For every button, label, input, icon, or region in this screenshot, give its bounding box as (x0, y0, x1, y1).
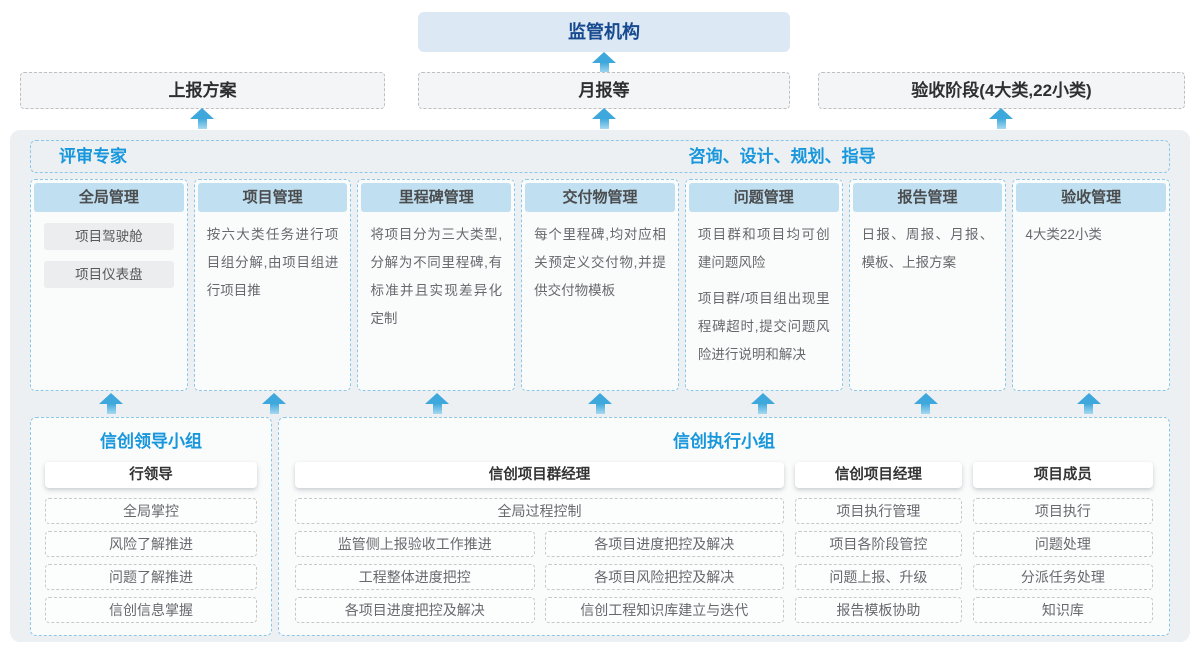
project-manager-role: 信创项目经理 (794, 462, 963, 488)
up-arrow-icon (588, 393, 612, 414)
pm-group-item: 全局过程控制 (295, 498, 785, 524)
program-manager-role: 信创项目群经理 (295, 462, 785, 488)
groups-row: 信创领导小组 行领导 全局掌控 风险了解推进 问题了解推进 信创信息掌握 信创执… (30, 417, 1170, 636)
main-panel: 评审专家 咨询、设计、规划、指导 全局管理 项目驾驶舱 项目仪表盘 项目管理 按… (10, 130, 1190, 642)
pm-group-item: 监管侧上报验收工作推进 (295, 531, 535, 557)
column-description: 将项目分为三大类型,分解为不同里程碑,有标准并且实现差异化定制 (370, 227, 503, 326)
leader-item: 全局掌控 (45, 498, 257, 524)
up-arrow-icon (99, 393, 124, 414)
column-milestone-management: 里程碑管理 将项目分为三大类型,分解为不同里程碑,有标准并且实现差异化定制 (357, 179, 516, 391)
column-header: 交付物管理 (525, 183, 675, 212)
up-arrow-icon (592, 52, 616, 73)
pm-item: 项目执行管理 (794, 498, 963, 524)
leadership-group-title: 信创领导小组 (100, 432, 202, 451)
column-header: 报告管理 (852, 183, 1003, 212)
leader-item: 问题了解推进 (45, 564, 257, 590)
column-description: 项目群和项目均可创建问题风险 项目群/项目组出现里程碑超时,提交问题风险进行说明… (689, 212, 839, 369)
leader-item: 风险了解推进 (45, 531, 257, 557)
column-description: 日报、周报、月报、模板、上报方案 (861, 227, 994, 270)
leader-item: 信创信息掌握 (45, 597, 257, 623)
column-issue-management: 问题管理 项目群和项目均可创建问题风险 项目群/项目组出现里程碑超时,提交问题风… (684, 179, 843, 391)
project-member-column: 项目成员 项目执行 问题处理 分派任务处理 知识库 (972, 462, 1153, 630)
pm-group-right-items: 各项目进度把控及解决 各项目风险把控及解决 信创工程知识库建立与迭代 (544, 531, 785, 630)
pm-group-item: 各项目进度把控及解决 (544, 531, 785, 557)
column-project-management: 项目管理 按六大类任务进行项目组分解,由项目组进行项目推 (193, 179, 352, 391)
pm-item: 报告模板协助 (794, 597, 963, 623)
member-item: 项目执行 (972, 498, 1153, 524)
issue-paragraph-2: 项目群/项目组出现里程碑超时,提交问题风险进行说明和解决 (697, 291, 830, 362)
project-manager-column: 信创项目经理 项目执行管理 项目各阶段管控 问题上报、升级 报告模板协助 (794, 462, 963, 630)
issue-paragraph-1: 项目群和项目均可创建问题风险 (697, 227, 830, 270)
arrows-row (30, 393, 1170, 415)
pm-group-item: 各项目风险把控及解决 (544, 564, 785, 590)
column-header: 里程碑管理 (361, 183, 512, 212)
experts-band: 评审专家 咨询、设计、规划、指导 (30, 140, 1170, 173)
monthly-report-box: 月报等 (418, 72, 790, 109)
bank-leader-role: 行领导 (45, 462, 257, 488)
pm-group-item: 工程整体进度把控 (295, 564, 535, 590)
review-experts-label: 评审专家 (59, 147, 127, 166)
program-manager-column: 信创项目群经理 全局过程控制 监管侧上报验收工作推进 工程整体进度把控 各项目进… (295, 462, 785, 630)
project-cockpit-pill: 项目驾驶舱 (44, 223, 174, 250)
regulator-box: 监管机构 (418, 12, 790, 52)
project-member-role: 项目成员 (972, 462, 1153, 488)
column-description: 4大类22小类 (1025, 227, 1102, 242)
execution-group-title: 信创执行小组 (673, 432, 775, 451)
pm-item: 问题上报、升级 (794, 564, 963, 590)
management-columns: 全局管理 项目驾驶舱 项目仪表盘 项目管理 按六大类任务进行项目组分解,由项目组… (30, 179, 1171, 391)
column-report-management: 报告管理 日报、周报、月报、模板、上报方案 (848, 179, 1007, 391)
up-arrow-icon (190, 108, 214, 129)
column-description: 按六大类任务进行项目组分解,由项目组进行项目推 (206, 227, 339, 298)
up-arrow-icon (1076, 393, 1101, 414)
up-arrow-icon (425, 393, 450, 414)
up-arrow-icon (262, 393, 287, 414)
project-dashboard-pill: 项目仪表盘 (44, 261, 174, 288)
consult-design-label: 咨询、设计、规划、指导 (688, 147, 876, 166)
pm-group-item: 信创工程知识库建立与迭代 (544, 597, 785, 623)
column-deliverable-management: 交付物管理 每个里程碑,均对应相关预定义交付物,并提供交付物模板 (521, 179, 679, 391)
execution-columns: 信创项目群经理 全局过程控制 监管侧上报验收工作推进 工程整体进度把控 各项目进… (295, 462, 1153, 630)
leadership-group: 信创领导小组 行领导 全局掌控 风险了解推进 问题了解推进 信创信息掌握 (30, 417, 272, 636)
member-item: 问题处理 (972, 531, 1153, 557)
report-plan-box: 上报方案 (20, 72, 385, 109)
column-header: 验收管理 (1016, 183, 1167, 212)
column-header: 项目管理 (197, 183, 348, 212)
column-header: 问题管理 (688, 183, 839, 212)
pm-group-item: 各项目进度把控及解决 (295, 597, 535, 623)
pm-group-item-grid: 监管侧上报验收工作推进 工程整体进度把控 各项目进度把控及解决 各项目进度把控及… (295, 531, 785, 630)
column-global-management: 全局管理 项目驾驶舱 项目仪表盘 (30, 179, 188, 391)
column-acceptance-management: 验收管理 4大类22小类 (1012, 179, 1171, 391)
column-description: 每个里程碑,均对应相关预定义交付物,并提供交付物模板 (534, 227, 666, 298)
acceptance-stage-box: 验收阶段(4大类,22小类) (818, 72, 1185, 109)
up-arrow-icon (989, 108, 1013, 129)
execution-group: 信创执行小组 信创项目群经理 全局过程控制 监管侧上报验收工作推进 工程整体进度… (278, 417, 1170, 636)
pm-item: 项目各阶段管控 (794, 531, 963, 557)
member-item: 知识库 (972, 597, 1153, 623)
up-arrow-icon (592, 108, 616, 129)
column-header: 全局管理 (34, 183, 184, 212)
pm-group-left-items: 监管侧上报验收工作推进 工程整体进度把控 各项目进度把控及解决 (295, 531, 535, 630)
up-arrow-icon (750, 393, 775, 414)
up-arrow-icon (913, 393, 938, 414)
member-item: 分派任务处理 (972, 564, 1153, 590)
